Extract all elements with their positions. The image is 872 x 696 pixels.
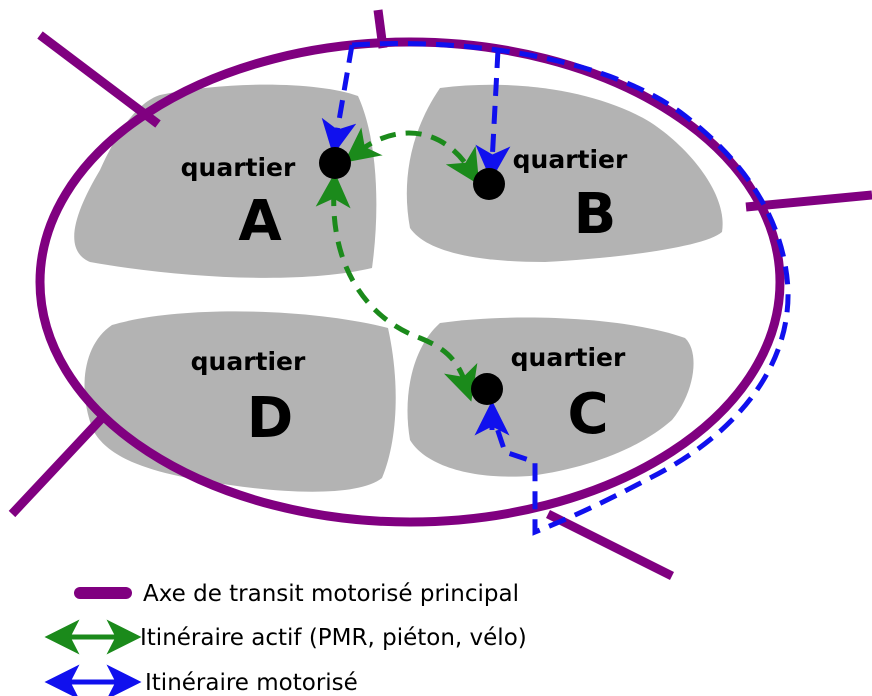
quarter-d-word: quartier [191, 347, 306, 376]
quarter-d-letter: D [247, 386, 293, 451]
quarter-c-word: quartier [511, 343, 626, 372]
quarter-d-area [84, 311, 396, 492]
legend-motor-route-label: Itinéraire motorisé [145, 670, 358, 696]
spoke-top-left [37, 31, 161, 128]
quarter-b-word: quartier [513, 145, 628, 174]
quarter-a-word: quartier [181, 153, 296, 182]
quarter-c-area [407, 317, 694, 477]
spoke-bottom-left [8, 414, 106, 518]
motor-route-to-b [475, 49, 511, 181]
legend-active-route-label: Itinéraire actif (PMR, piéton, vélo) [140, 625, 527, 651]
spoke-bottom-right [545, 509, 675, 581]
quarter-c-letter: C [567, 382, 608, 447]
legend: Axe de transit motorisé principal Itinér… [44, 581, 527, 696]
legend-main-axis-label: Axe de transit motorisé principal [143, 581, 519, 607]
quarter-a-area [74, 84, 377, 278]
active-route-a-b [344, 127, 480, 185]
spoke-right [745, 190, 872, 212]
quarter-a-letter: A [238, 189, 282, 254]
motor-route-loop [351, 41, 791, 536]
node-c [471, 373, 503, 405]
quarter-b-area [406, 84, 723, 262]
active-route-a-c [315, 172, 478, 402]
quarter-b-letter: B [574, 182, 617, 247]
node-b [473, 168, 505, 200]
motor-route-to-a [321, 44, 357, 156]
node-a [319, 147, 351, 179]
